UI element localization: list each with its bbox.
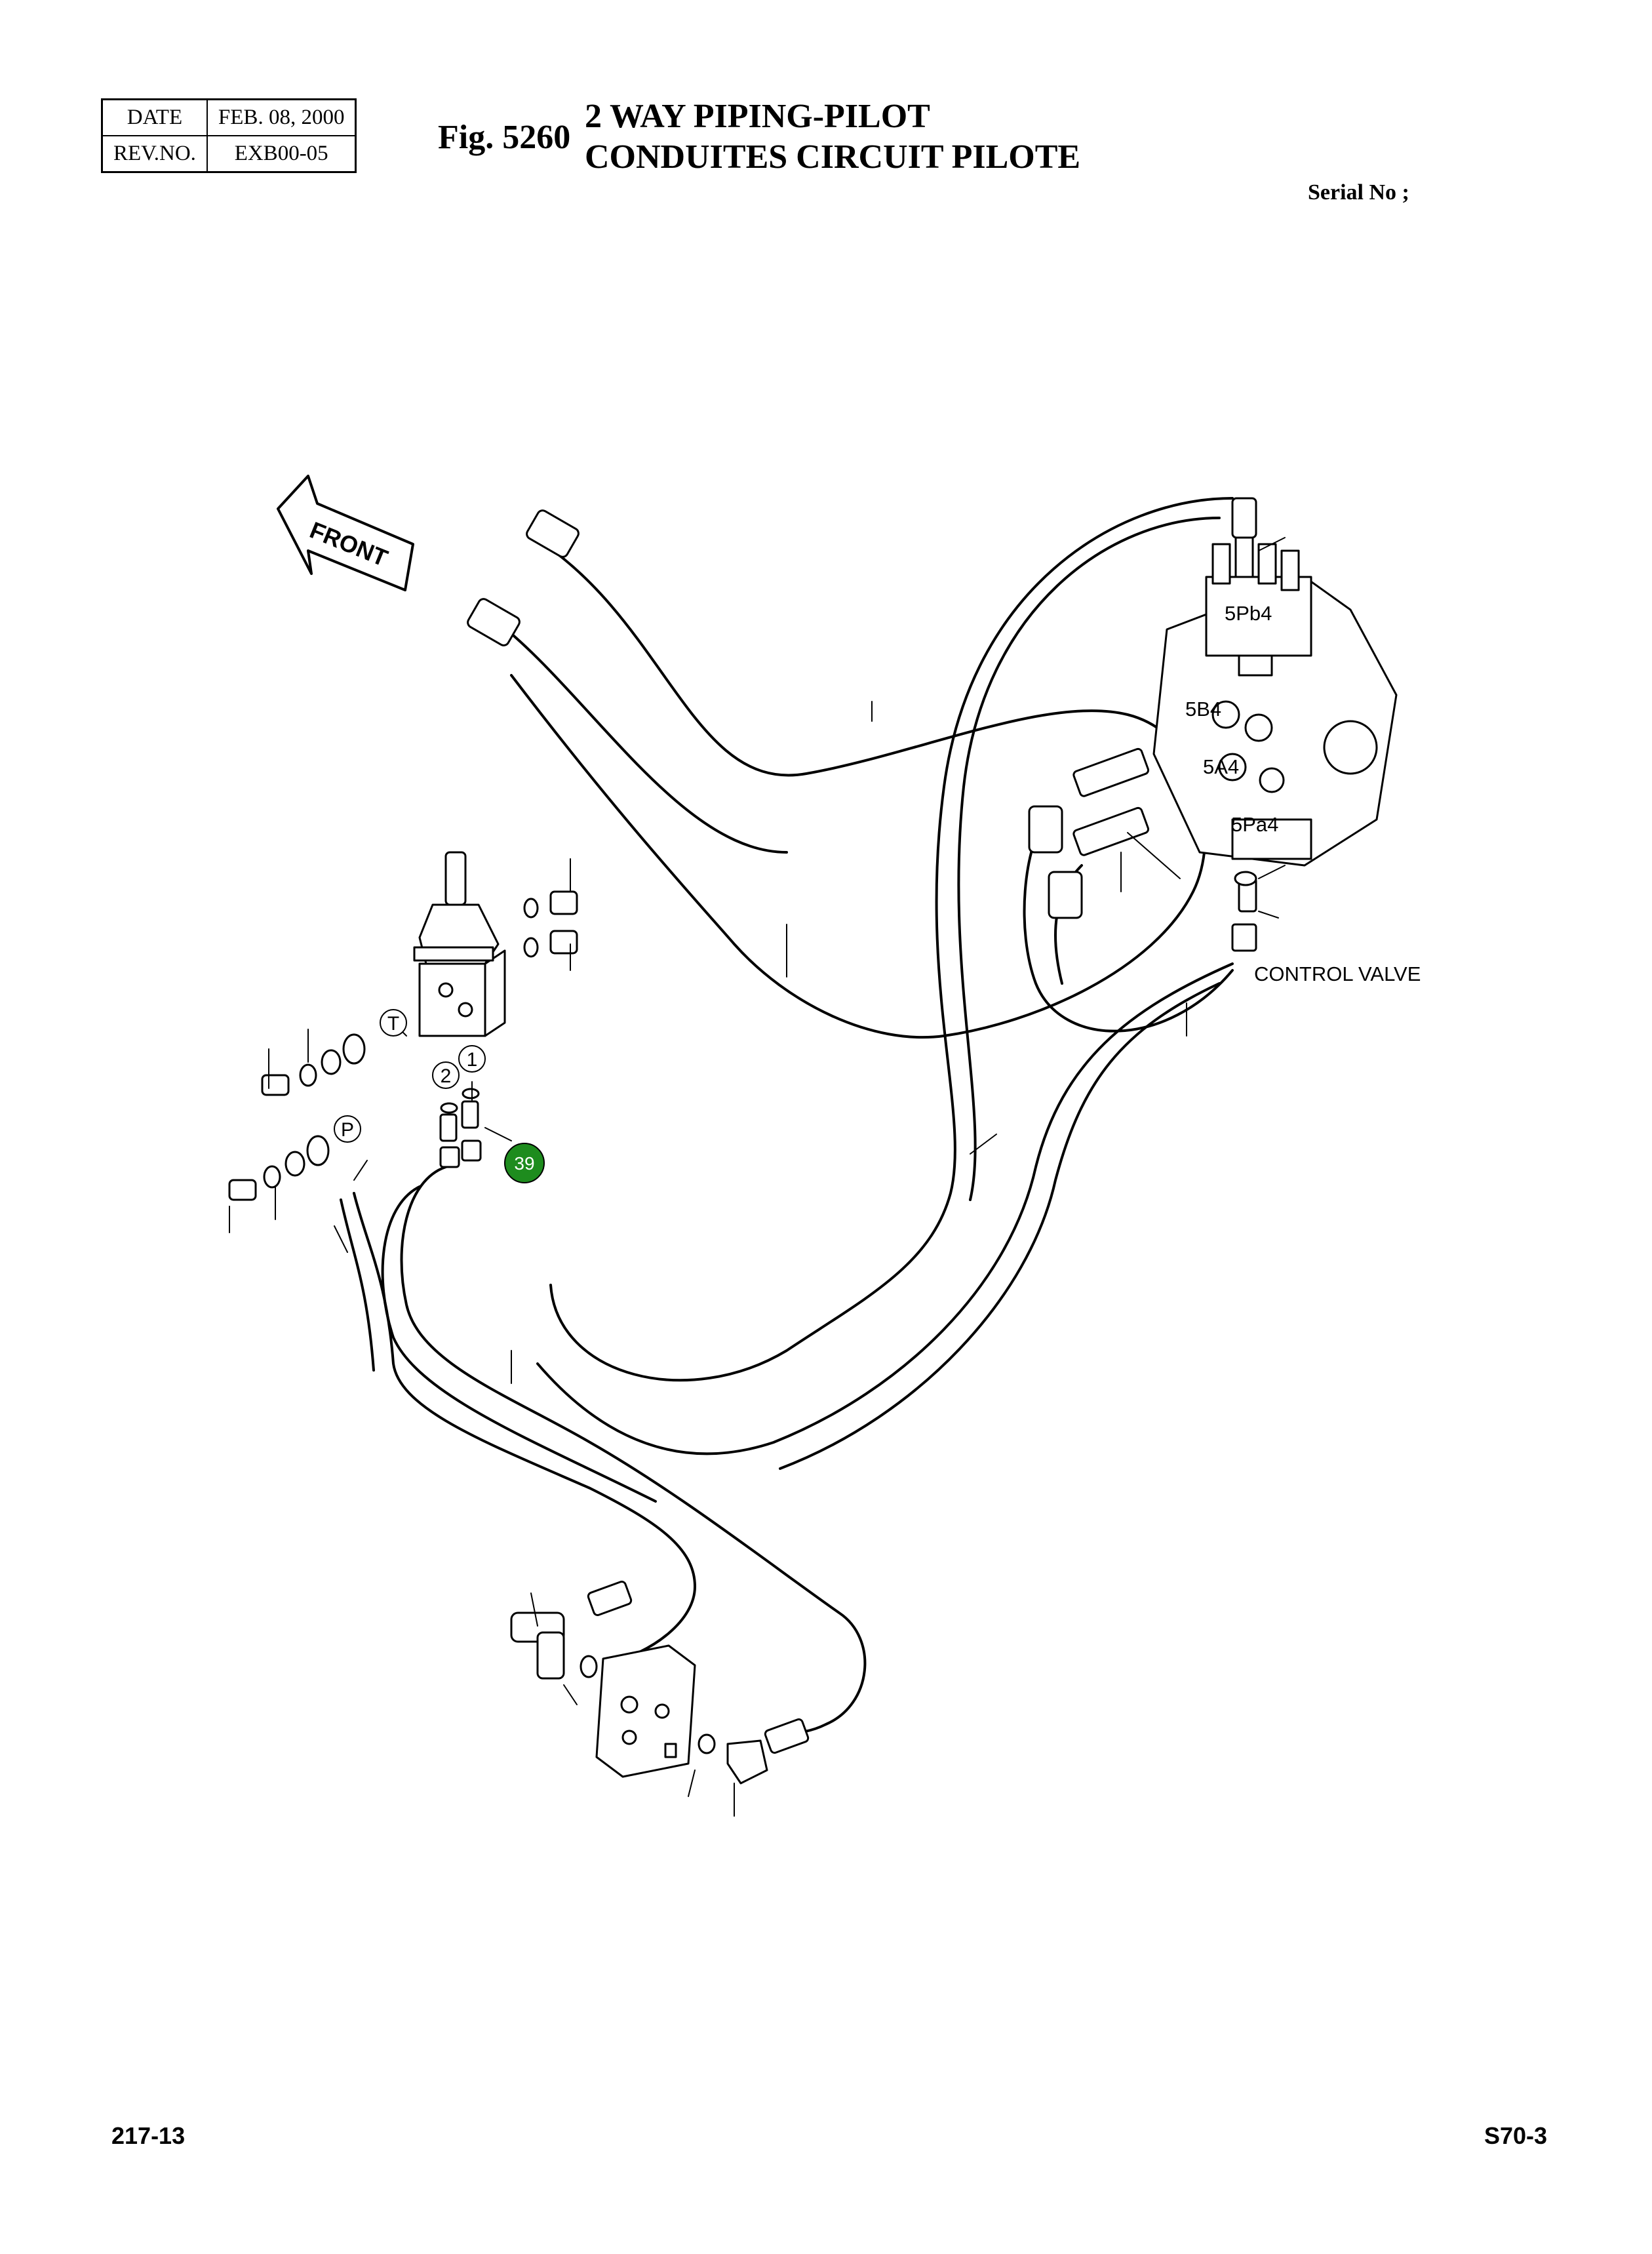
lower-junction-block [510,1581,810,1785]
date-value: FEB. 08, 2000 [206,98,357,136]
port-fittings [439,1088,482,1168]
callout-39[interactable]: 39 [504,1143,545,1183]
port-label-5a4: 5A4 [1203,755,1239,778]
date-label: DATE [101,98,208,136]
port-label-5pa4: 5Pa4 [1231,813,1278,836]
figure-title-en: 2 WAY PIPING-PILOT [585,98,930,135]
revision-table: DATE FEB. 08, 2000 REV.NO. EXB00-05 [101,98,357,173]
front-arrow: FRONT [277,475,414,591]
figure-number: Fig. 5260 [438,119,571,156]
hose-upper-pair [497,497,1234,1382]
callout-circle[interactable] [504,1143,545,1183]
circled-label-2: 2 [441,1065,452,1087]
footer-page-code: 217-13 [111,2122,186,2149]
serial-number-label: Serial No ; [1308,180,1409,205]
hose-end-fittings [467,509,580,646]
control-valve-label: CONTROL VALVE [1254,962,1421,985]
rev-label: REV.NO. [101,135,208,173]
figure-title-fr: CONDUITES CIRCUIT PILOTE [585,138,1081,176]
hose-control-valve [536,812,1234,1470]
callout-number[interactable]: 39 [514,1153,534,1174]
leader-lines [229,537,1286,1817]
port-label-5pb4: 5Pb4 [1225,602,1272,625]
footer-model-code: S70-3 [1484,2122,1548,2149]
circled-label-p: P [341,1119,354,1141]
circled-label-t: T [387,1013,399,1035]
port-label-5b4: 5B4 [1185,698,1221,721]
circled-label-1: 1 [467,1049,478,1071]
control-valve-block [1152,536,1398,867]
rev-value: EXB00-05 [206,135,357,173]
circled-labels [334,1009,486,1143]
bolts-washers [228,890,578,1201]
control-valve-fittings [1028,497,1257,952]
pilot-valve [413,851,506,1037]
hose-lower [340,1166,867,1739]
